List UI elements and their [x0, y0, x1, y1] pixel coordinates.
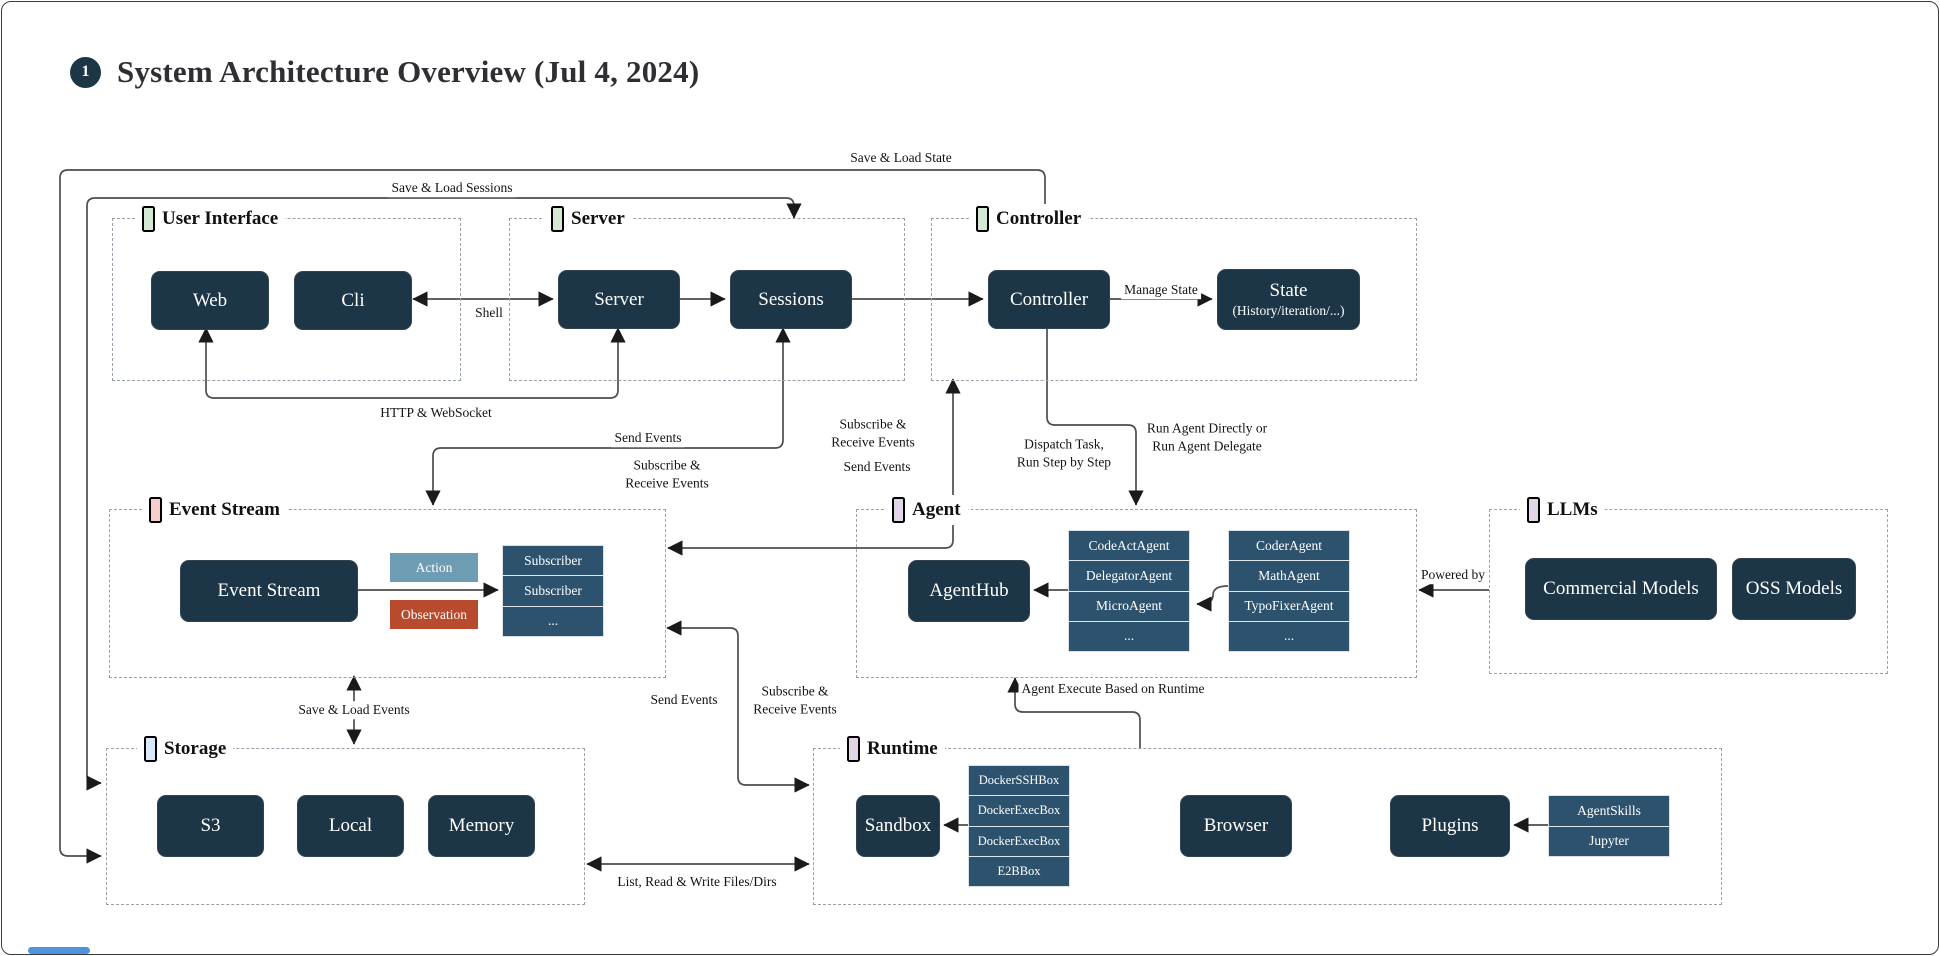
edge-label-subscribe-receive-lower: Subscribe & Receive Events: [750, 682, 840, 718]
node-server: Server: [558, 270, 680, 329]
node-controller: Controller: [988, 270, 1110, 329]
group-storage: Storage: [106, 734, 585, 905]
node-oss-models: OSS Models: [1732, 558, 1856, 620]
edge-label-save-load-sessions: Save & Load Sessions: [388, 179, 516, 197]
group-tag-icon: [144, 736, 157, 762]
group-controller: Controller: [931, 204, 1417, 381]
edge-label-subscribe-receive-right: Subscribe & Receive Events: [828, 415, 918, 451]
edge-label-send-events-lower: Send Events: [647, 691, 721, 709]
node-memory: Memory: [428, 795, 535, 857]
group-llms-label: LLMs: [1520, 495, 1605, 525]
group-event-stream-label: Event Stream: [142, 495, 287, 525]
edge-label-run-agent: Run Agent Directly or Run Agent Delegate: [1143, 419, 1271, 455]
group-user-interface-label: User Interface: [135, 204, 286, 234]
edge-label-send-events-upper: Send Events: [611, 429, 685, 447]
stack-agents-generalist: CodeActAgent DelegatorAgent MicroAgent .…: [1068, 530, 1190, 652]
edge-label-http-websocket: HTTP & WebSocket: [377, 404, 495, 422]
step-number-badge: 1: [70, 56, 101, 88]
group-tag-icon: [142, 206, 155, 232]
group-llms: LLMs: [1489, 495, 1888, 674]
edge-label-save-load-events: Save & Load Events: [295, 701, 413, 719]
node-sandbox: Sandbox: [856, 795, 940, 857]
edge-label-send-events-right: Send Events: [840, 458, 914, 476]
edge-label-powered-by: Powered by: [1417, 566, 1489, 584]
node-commercial-models: Commercial Models: [1525, 558, 1717, 620]
group-event-stream: Event Stream: [109, 495, 666, 678]
node-s3: S3: [157, 795, 264, 857]
group-runtime: Runtime: [813, 734, 1722, 905]
group-server: Server: [509, 204, 905, 381]
group-runtime-label: Runtime: [840, 734, 945, 764]
node-local: Local: [297, 795, 404, 857]
node-browser: Browser: [1180, 795, 1292, 857]
node-agenthub: AgentHub: [908, 560, 1030, 622]
tag-action: Action: [390, 553, 478, 582]
stack-docker-boxes: DockerSSHBox DockerExecBox DockerExecBox…: [968, 765, 1070, 887]
edge-label-dispatch-task: Dispatch Task, Run Step by Step: [1013, 435, 1115, 471]
group-tag-icon: [1527, 497, 1540, 523]
page-header: 1 System Architecture Overview (Jul 4, 2…: [70, 54, 699, 90]
group-tag-icon: [976, 206, 989, 232]
horizontal-scrollbar-thumb[interactable]: [28, 947, 90, 954]
group-tag-icon: [149, 497, 162, 523]
edge-label-agent-execute: Agent Execute Based on Runtime: [1018, 680, 1208, 698]
edge-label-save-load-state: Save & Load State: [847, 149, 955, 167]
edge-label-subscribe-receive-upper: Subscribe & Receive Events: [622, 456, 712, 492]
tag-observation: Observation: [390, 600, 478, 629]
group-agent: Agent: [856, 495, 1417, 678]
group-agent-label: Agent: [885, 495, 968, 525]
group-server-label: Server: [544, 204, 632, 234]
group-user-interface: User Interface: [112, 204, 461, 381]
node-web: Web: [151, 271, 269, 330]
stack-agents-specialist: CoderAgent MathAgent TypoFixerAgent ...: [1228, 530, 1350, 652]
node-cli: Cli: [294, 271, 412, 330]
group-tag-icon: [892, 497, 905, 523]
node-state: State (History/iteration/...): [1217, 269, 1360, 330]
node-plugins: Plugins: [1390, 795, 1510, 857]
page-title: System Architecture Overview (Jul 4, 202…: [117, 54, 700, 89]
group-tag-icon: [551, 206, 564, 232]
group-controller-label: Controller: [969, 204, 1089, 234]
edge-label-manage-state: Manage State: [1121, 281, 1201, 299]
edge-label-list-read-write: List, Read & Write Files/Dirs: [614, 873, 780, 891]
node-event-stream: Event Stream: [180, 560, 358, 622]
group-tag-icon: [847, 736, 860, 762]
node-sessions: Sessions: [730, 270, 852, 329]
edge-label-shell: Shell: [472, 304, 506, 322]
stack-subscribers: Subscriber Subscriber ...: [502, 545, 604, 637]
stack-plugins: AgentSkills Jupyter: [1548, 795, 1670, 857]
group-storage-label: Storage: [137, 734, 234, 764]
